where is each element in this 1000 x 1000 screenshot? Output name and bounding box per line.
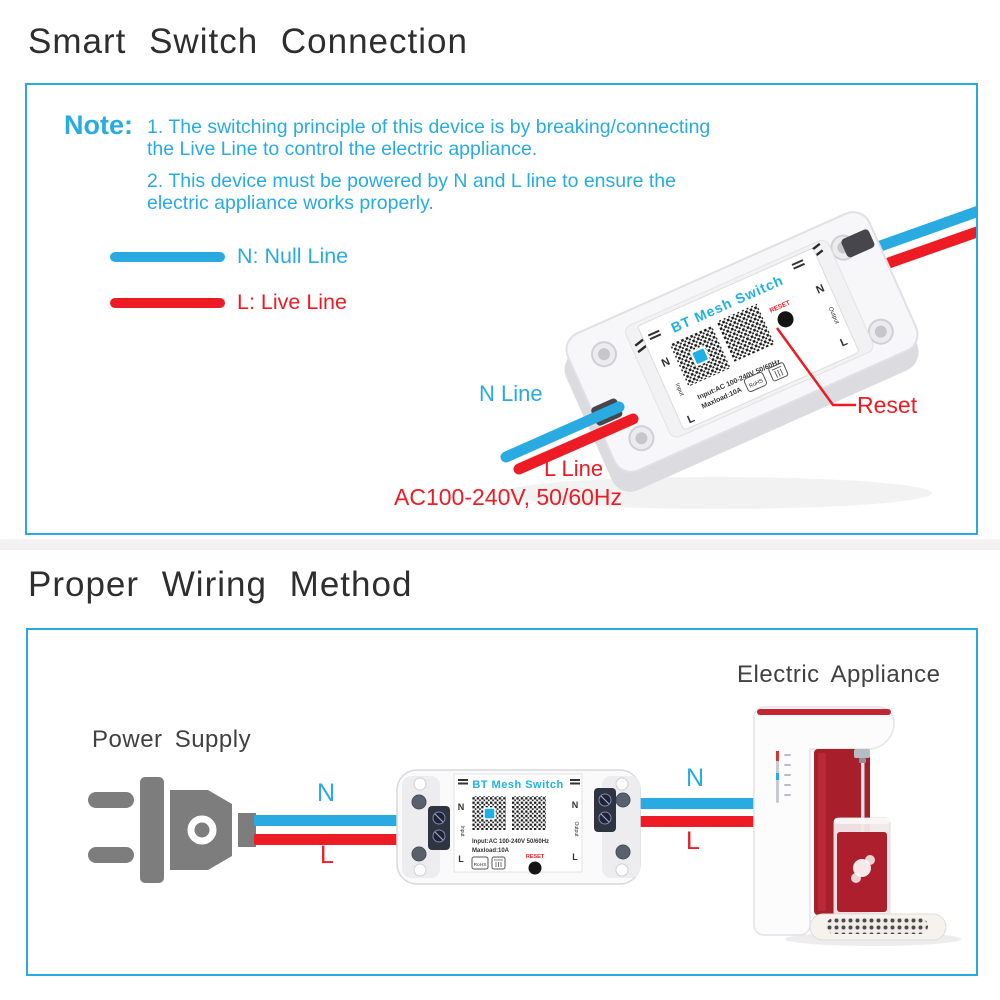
wiring-illustration: BT Mesh Switch N Input L N Output L [88, 706, 961, 946]
drip-tray [809, 913, 947, 941]
connection-panel: BT Mesh Switch N Input L N Output L [25, 83, 978, 535]
qr-logo-top [483, 807, 496, 820]
svg-text:L: L [458, 854, 464, 864]
section2-title: Proper Wiring Method [28, 565, 413, 604]
legend-null-bar [110, 252, 225, 262]
wiring-panel: BT Mesh Switch N Input L N Output L [26, 628, 978, 976]
smart-switch-top-view: BT Mesh Switch N Input L N Output L [396, 769, 641, 885]
live-wire-bottom-left [513, 413, 639, 475]
power-supply-label: Power Supply [92, 726, 252, 753]
spout-tip [859, 758, 866, 763]
reset-button-top [528, 861, 542, 875]
null-wire-bottom-left [500, 401, 625, 463]
null-wire-appliance [603, 798, 759, 809]
power-plug-icon [88, 777, 256, 883]
svg-text:N: N [458, 802, 465, 812]
live-wire-supply [254, 834, 434, 845]
device-shadow [502, 477, 932, 509]
rohs-icon-top [471, 856, 489, 870]
top-view-marks [458, 779, 580, 785]
note1-line1: 1. The switching principle of this devic… [147, 116, 711, 138]
note1-line2: the Live Line to control the electric ap… [147, 138, 538, 160]
reset-label: Reset [857, 392, 918, 418]
reset-button [777, 311, 794, 328]
note2-line2: electric appliance works properly. [147, 192, 434, 214]
column-highlight [818, 753, 826, 911]
section1-title: Smart Switch Connection [28, 22, 468, 61]
smart-switch-3d: BT Mesh Switch N Input L N Output L [564, 211, 919, 492]
rohs-text: RoHS [748, 378, 764, 390]
connection-illustration: BT Mesh Switch N Input L N Output L [500, 206, 976, 509]
svg-text:L: L [839, 336, 850, 350]
output-terminal [594, 788, 616, 832]
legend-null-label: N: Null Line [237, 244, 349, 268]
top-view-spec2: Maxload:10A [472, 848, 510, 854]
top-input-column: N Input L [458, 802, 465, 864]
wire-hole-right [841, 229, 875, 258]
svg-text:N: N [572, 800, 579, 810]
input-terminal [428, 806, 450, 850]
dispenser-top-strip [757, 709, 891, 715]
qr-code-right-top [512, 796, 546, 830]
n-label-supply: N [317, 779, 336, 807]
trash-icon [768, 362, 789, 382]
top-view-name: BT Mesh Switch [472, 779, 563, 791]
top-output-column: N Output L [572, 800, 579, 862]
svg-text:L: L [686, 412, 697, 426]
note2-line1: 2. This device must be powered by N and … [147, 170, 676, 192]
l-line-label: L Line [544, 456, 604, 481]
n-label-appliance: N [686, 764, 705, 792]
label-marks [647, 259, 806, 341]
control-gauge [776, 751, 791, 803]
note-label: Note: [64, 110, 133, 140]
reset-micro-text-top: RESET [526, 854, 545, 860]
reset-leader-line [775, 327, 856, 407]
svg-text:Output: Output [573, 821, 579, 837]
rohs-text-top: RoHS [474, 862, 487, 868]
legend-live-bar [110, 298, 225, 308]
null-wire-supply [254, 815, 434, 826]
spout [854, 749, 870, 758]
glass [833, 817, 891, 919]
top-view-screws [411, 777, 631, 877]
l-label-supply: L [320, 841, 334, 869]
qr-logo [690, 346, 710, 366]
water-dispenser [753, 706, 961, 946]
voltage-label: AC100-240V, 50/60Hz [394, 484, 623, 510]
top-view-spec1: Input:AC 100-240V 50/60Hz [472, 839, 549, 845]
n-line-label: N Line [479, 381, 543, 406]
l-label-appliance: L [686, 827, 700, 855]
divider-band [0, 539, 1000, 550]
legend-live-label: L: Live Line [237, 290, 347, 314]
svg-text:L: L [572, 852, 578, 862]
svg-text:Input: Input [674, 382, 685, 397]
qr-code-right [716, 303, 775, 362]
rohs-icon [743, 371, 767, 392]
svg-text:Input: Input [459, 825, 465, 837]
live-wire-appliance [603, 816, 759, 827]
electric-appliance-label: Electric Appliance [737, 661, 941, 688]
trash-icon-top [491, 856, 506, 870]
